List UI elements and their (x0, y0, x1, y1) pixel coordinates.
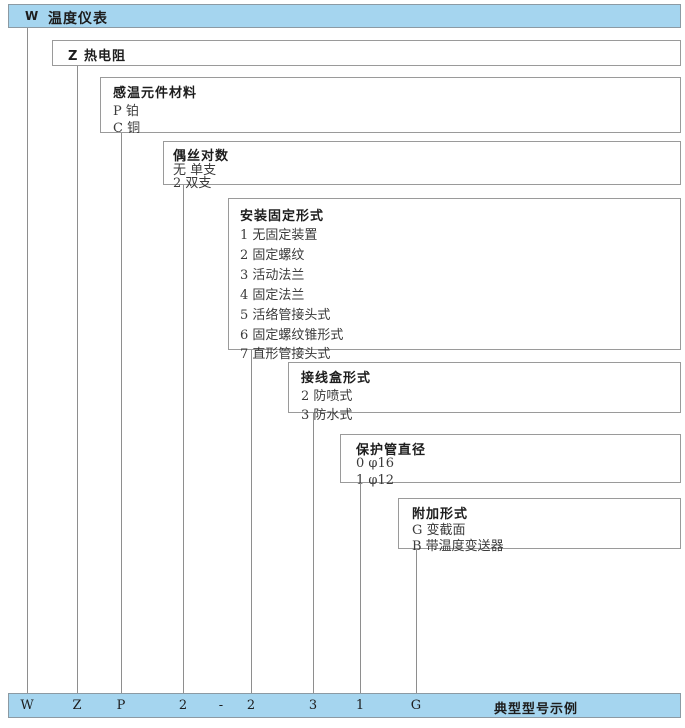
section-title-protection-tube-diameter: 保护管直径 (356, 443, 427, 458)
leader-line-mounting (251, 350, 252, 693)
section-option-mounting-fixing-type-1: 2 固定螺纹 (240, 248, 305, 263)
section-option-junction-box-type-0: 2 防喷式 (301, 389, 353, 404)
section-option-protection-tube-diameter-0: 0 φ16 (356, 456, 395, 471)
section-option-sensing-element-material-0: P 铂 (113, 104, 139, 119)
section-option-wire-pair-count-1: 2 双支 (173, 176, 212, 191)
section-option-mounting-fixing-type-4: 5 活络管接头式 (240, 308, 331, 323)
model-code-char-6: 3 (308, 698, 318, 713)
leader-line-w (27, 28, 28, 693)
section-title-wire-pair-count: 偶丝对数 (173, 149, 230, 164)
model-code-char-5: 2 (246, 698, 256, 713)
leader-line-additional (416, 549, 417, 693)
model-code-char-4: - (218, 698, 224, 713)
title-bar-label: 温度仪表 (48, 11, 108, 27)
section-box-additional-type (398, 498, 681, 549)
section-option-protection-tube-diameter-1: 1 φ12 (356, 473, 395, 488)
section-title-thermal-resistance: Z 热电阻 (68, 49, 126, 64)
model-code-char-7: 1 (355, 698, 365, 713)
leader-line-z (77, 66, 78, 693)
section-option-sensing-element-material-1: C 铜 (113, 121, 141, 136)
section-option-mounting-fixing-type-6: 7 直形管接头式 (240, 347, 331, 362)
title-bar-code: W (25, 9, 39, 23)
section-box-junction-box-type (288, 362, 681, 413)
section-box-wire-pair-count (163, 141, 681, 185)
section-title-additional-type: 附加形式 (412, 507, 469, 522)
model-code-char-1: Z (72, 698, 82, 713)
section-box-mounting-fixing-type (228, 198, 681, 350)
section-option-additional-type-1: B 带温度变送器 (412, 539, 504, 554)
model-code-char-8: G (410, 698, 422, 713)
section-option-mounting-fixing-type-5: 6 固定螺纹锥形式 (240, 328, 344, 343)
model-code-char-3: 2 (178, 698, 188, 713)
section-box-thermal-resistance (52, 40, 681, 66)
model-code-char-2: P (116, 698, 126, 713)
section-box-sensing-element-material (100, 77, 681, 133)
leader-line-junction (313, 413, 314, 693)
section-title-sensing-element-material: 感温元件材料 (113, 86, 198, 101)
leader-line-tube (360, 483, 361, 693)
section-title-junction-box-type: 接线盒形式 (301, 371, 372, 386)
leader-line-p (121, 133, 122, 693)
section-box-protection-tube-diameter (340, 434, 681, 483)
section-option-mounting-fixing-type-2: 3 活动法兰 (240, 268, 305, 283)
model-code-note: 典型型号示例 (494, 702, 579, 717)
section-option-wire-pair-count-0: 无 单支 (173, 163, 217, 178)
leader-line-pair (183, 185, 184, 693)
section-option-mounting-fixing-type-3: 4 固定法兰 (240, 288, 305, 303)
section-option-additional-type-0: G 变截面 (412, 523, 466, 538)
section-title-mounting-fixing-type: 安装固定形式 (240, 209, 325, 224)
model-code-strip (8, 693, 681, 718)
model-code-char-0: W (20, 698, 34, 713)
section-option-junction-box-type-1: 3 防水式 (301, 408, 353, 423)
section-option-mounting-fixing-type-0: 1 无固定装置 (240, 228, 318, 243)
title-bar (8, 4, 681, 28)
